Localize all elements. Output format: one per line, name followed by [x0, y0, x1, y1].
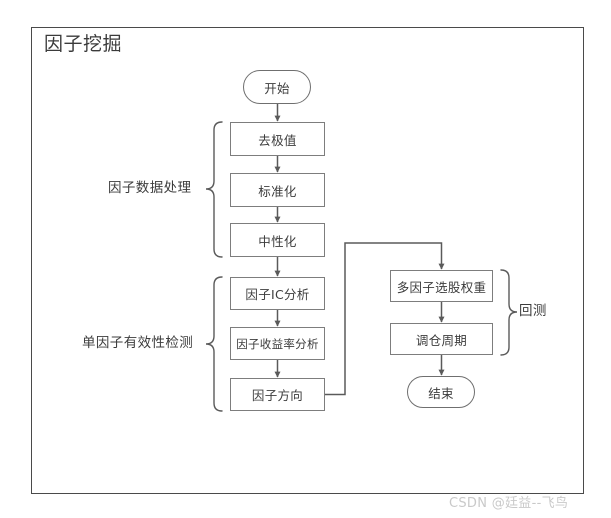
node-end[interactable]: 结束 [407, 376, 475, 408]
group-label-factor-data-processing: 因子数据处理 [108, 180, 192, 196]
node-standardize[interactable]: 标准化 [230, 173, 325, 207]
page-title: 因子挖掘 [44, 33, 123, 55]
node-ic-analysis[interactable]: 因子IC分析 [230, 277, 325, 310]
node-factor-direction[interactable]: 因子方向 [230, 378, 325, 411]
group-label-backtest: 回测 [519, 303, 547, 319]
group-label-single-factor-validity-test: 单因子有效性检测 [82, 335, 194, 351]
node-return-analysis[interactable]: 因子收益率分析 [230, 327, 325, 360]
watermark: CSDN @廷益--飞鸟 [449, 496, 569, 511]
node-multi-factor-weight[interactable]: 多因子选股权重 [390, 270, 493, 302]
diagram-frame [31, 27, 584, 494]
node-start[interactable]: 开始 [243, 70, 311, 104]
node-winsorize[interactable]: 去极值 [230, 122, 325, 156]
node-rebalance-period[interactable]: 调仓周期 [390, 323, 493, 355]
node-neutralize[interactable]: 中性化 [230, 223, 325, 257]
